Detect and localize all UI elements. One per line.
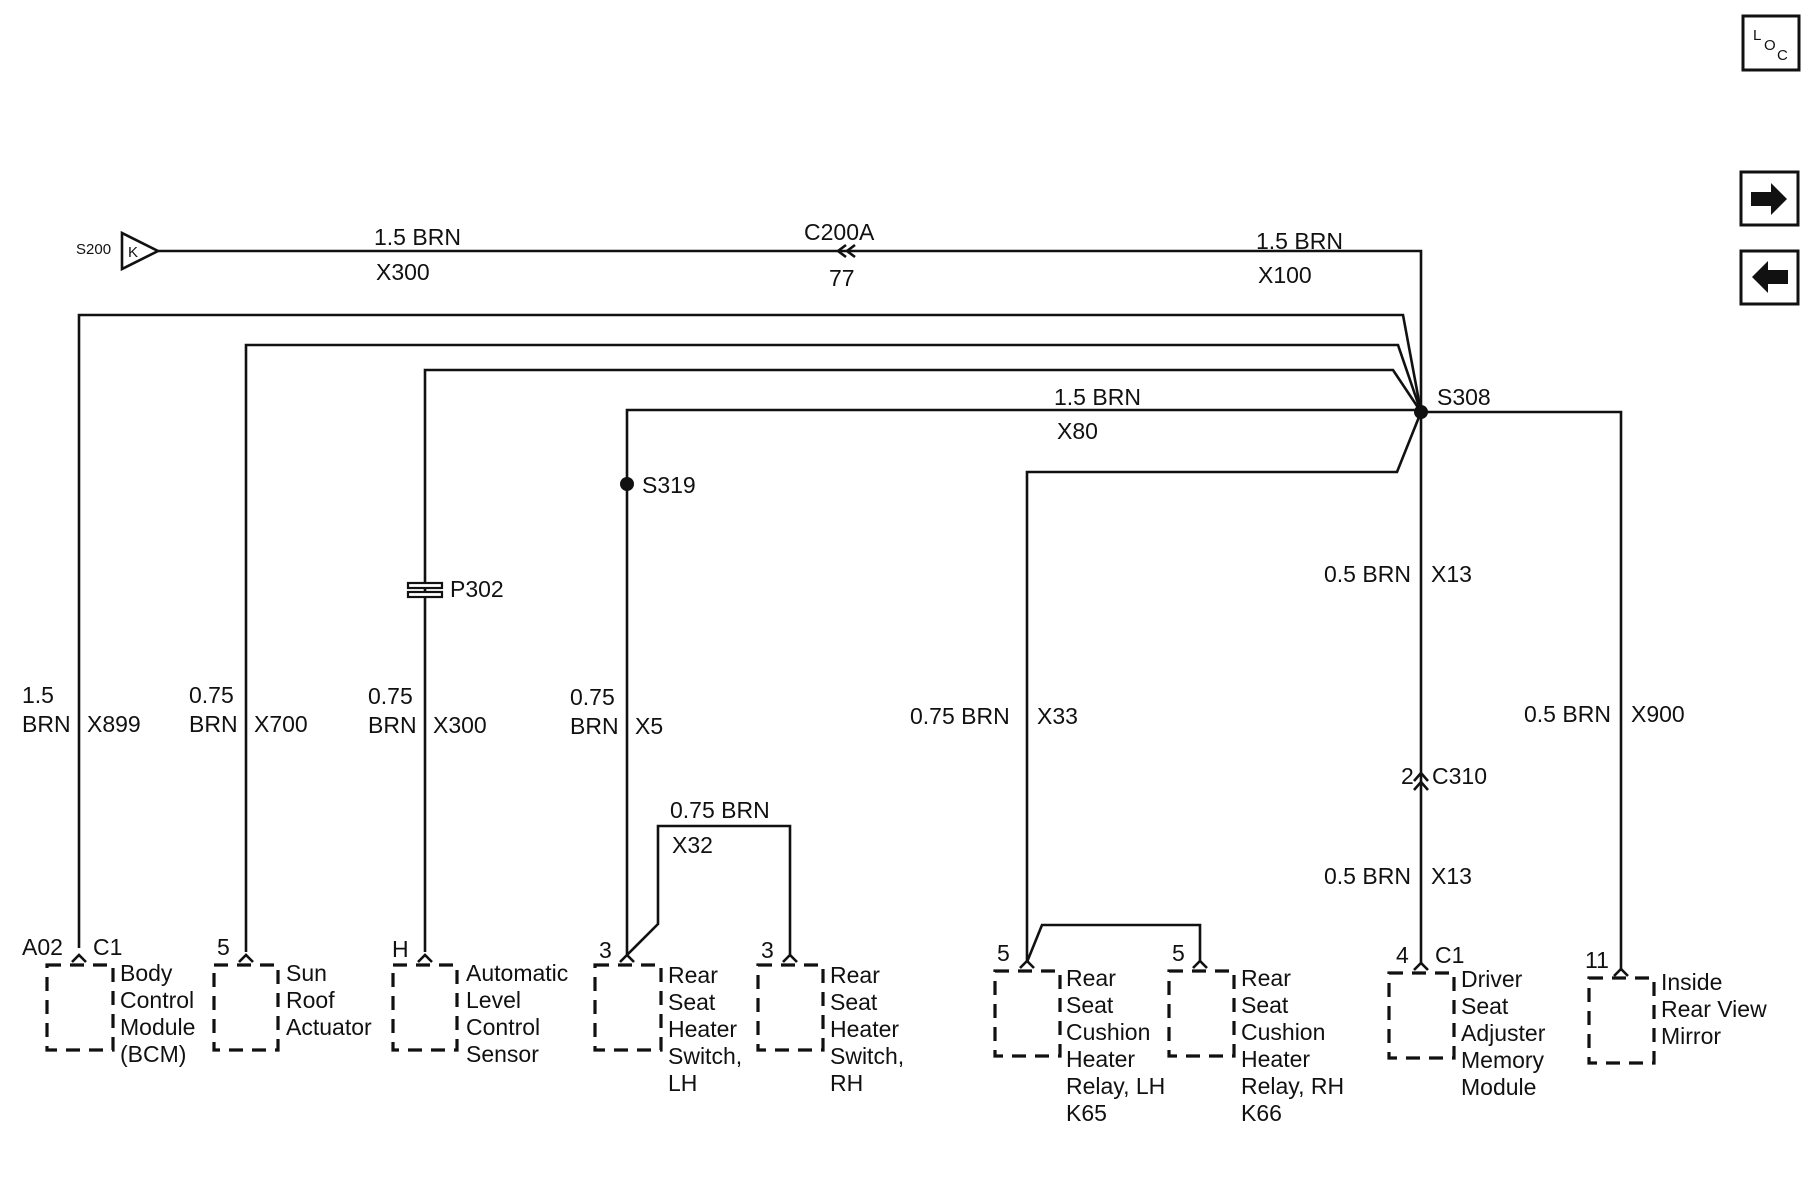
terminal-relay-rh <box>1192 959 1208 969</box>
source-pin-label: K <box>128 244 138 261</box>
component-name-bcm: Body Control Module (BCM) <box>120 960 202 1067</box>
wire-relay-jumper <box>1025 923 1202 963</box>
terminal-relay-lh <box>1019 959 1035 969</box>
wire-x300-x100 <box>158 249 1423 412</box>
terminal-driver-seat <box>1413 961 1429 971</box>
c310-connector-icon <box>1413 771 1429 791</box>
component-box-mirror <box>1587 976 1656 1065</box>
branch4-gauge-l2: BRN <box>570 713 619 739</box>
terminal-bcm <box>71 953 87 963</box>
branch7-circuit: X13 <box>1431 863 1472 889</box>
component-name-relay-rh: Rear Seat Cushion Heater Relay, RH K66 <box>1241 965 1351 1126</box>
driver-seat-connector: C1 <box>1435 942 1464 968</box>
sunroof-pin: 5 <box>217 934 230 960</box>
previous-page-button[interactable] <box>1739 249 1800 306</box>
component-box-relay-lh <box>993 969 1062 1058</box>
driver-seat-pin: 4 <box>1396 942 1409 968</box>
terminal-alc <box>417 953 433 963</box>
top-right-gauge: 1.5 BRN <box>1256 228 1343 254</box>
c310-label: C310 <box>1432 763 1487 789</box>
terminal-sunroof <box>238 953 254 963</box>
wire-x899 <box>77 313 1423 948</box>
component-box-alc <box>391 963 459 1052</box>
branch3-gauge-l1: 0.75 <box>368 683 413 709</box>
branch8-circuit: X900 <box>1631 701 1685 727</box>
terminal-mirror <box>1613 967 1629 977</box>
component-name-mirror: Inside Rear View Mirror <box>1661 969 1773 1049</box>
component-name-driver-seat: Driver Seat Adjuster Memory Module <box>1461 966 1552 1100</box>
branch2-circuit: X700 <box>254 711 308 737</box>
splice-source-triangle <box>120 230 161 272</box>
switch-rh-pin: 3 <box>761 937 774 963</box>
c200a-pin: 77 <box>829 265 855 291</box>
p302-label: P302 <box>450 576 504 602</box>
wire-x300-branch <box>423 368 1423 952</box>
s308-label: S308 <box>1437 384 1491 410</box>
branch1-gauge-l1: 1.5 <box>22 682 54 708</box>
wire-x80 <box>625 408 1421 955</box>
component-box-switch-lh <box>593 963 663 1052</box>
top-right-circuit: X100 <box>1258 262 1312 288</box>
wire-x33 <box>1025 411 1423 962</box>
arrow-left-icon <box>1752 261 1788 293</box>
branch7-gauge: 0.5 BRN <box>1324 863 1411 889</box>
component-name-switch-lh: Rear Seat Heater Switch, LH <box>668 962 749 1096</box>
branch8-gauge: 0.5 BRN <box>1524 701 1611 727</box>
branch2-gauge-l1: 0.75 <box>189 682 234 708</box>
s319-label: S319 <box>642 472 696 498</box>
wire-x32 <box>626 824 792 957</box>
branch6-gauge: 0.5 BRN <box>1324 561 1411 587</box>
branch1-circuit: X899 <box>87 711 141 737</box>
component-name-relay-lh: Rear Seat Cushion Heater Relay, LH K65 <box>1066 965 1172 1126</box>
component-box-sunroof <box>212 963 280 1052</box>
component-box-bcm <box>45 963 115 1052</box>
x32-circuit: X32 <box>672 832 713 858</box>
splice-s319-dot <box>620 477 634 491</box>
loc-button[interactable]: L O C <box>1741 14 1801 72</box>
component-name-switch-rh: Rear Seat Heater Switch, RH <box>830 962 911 1096</box>
p302-connector-icon <box>406 581 444 599</box>
loc-o-text: O <box>1764 37 1776 54</box>
top-left-circuit: X300 <box>376 259 430 285</box>
relay-rh-pin: 5 <box>1172 940 1185 966</box>
branch5-circuit: X33 <box>1037 703 1078 729</box>
wire-x900 <box>1421 410 1623 971</box>
branch1-gauge-l2: BRN <box>22 711 71 737</box>
c200a-label: C200A <box>804 219 875 245</box>
branch4-circuit: X5 <box>635 713 663 739</box>
bcm-pin: A02 <box>22 934 63 960</box>
relay-lh-pin: 5 <box>997 940 1010 966</box>
x80-circuit: X80 <box>1057 418 1098 444</box>
top-left-gauge: 1.5 BRN <box>374 224 461 250</box>
branch3-circuit: X300 <box>433 712 487 738</box>
mirror-pin: 11 <box>1585 947 1609 973</box>
branch5-gauge: 0.75 BRN <box>910 703 1010 729</box>
next-page-button[interactable] <box>1739 170 1800 227</box>
component-box-driver-seat <box>1387 971 1456 1060</box>
c200a-connector-icon <box>835 243 856 259</box>
terminal-switch-lh <box>619 953 635 963</box>
terminal-switch-rh <box>782 953 798 963</box>
alc-pin: H <box>392 936 409 962</box>
component-box-switch-rh <box>756 963 825 1052</box>
component-name-alc: Automatic Level Control Sensor <box>466 960 575 1067</box>
bcm-connector: C1 <box>93 934 122 960</box>
c310-pin: 2 <box>1401 763 1414 789</box>
x80-gauge: 1.5 BRN <box>1054 384 1141 410</box>
arrow-right-icon <box>1751 183 1787 215</box>
s200-label: S200 <box>76 241 111 258</box>
x32-gauge: 0.75 BRN <box>670 797 770 823</box>
branch3-gauge-l2: BRN <box>368 712 417 738</box>
branch6-circuit: X13 <box>1431 561 1472 587</box>
branch2-gauge-l2: BRN <box>189 711 238 737</box>
branch4-gauge-l1: 0.75 <box>570 684 615 710</box>
switch-lh-pin: 3 <box>599 937 612 963</box>
component-name-sunroof: Sun Roof Actuator <box>286 960 372 1040</box>
loc-l-text: L <box>1753 27 1761 44</box>
component-box-relay-rh <box>1167 969 1236 1058</box>
splice-s308-dot <box>1414 405 1428 419</box>
loc-c-text: C <box>1777 47 1788 64</box>
wire-x700 <box>244 343 1423 952</box>
